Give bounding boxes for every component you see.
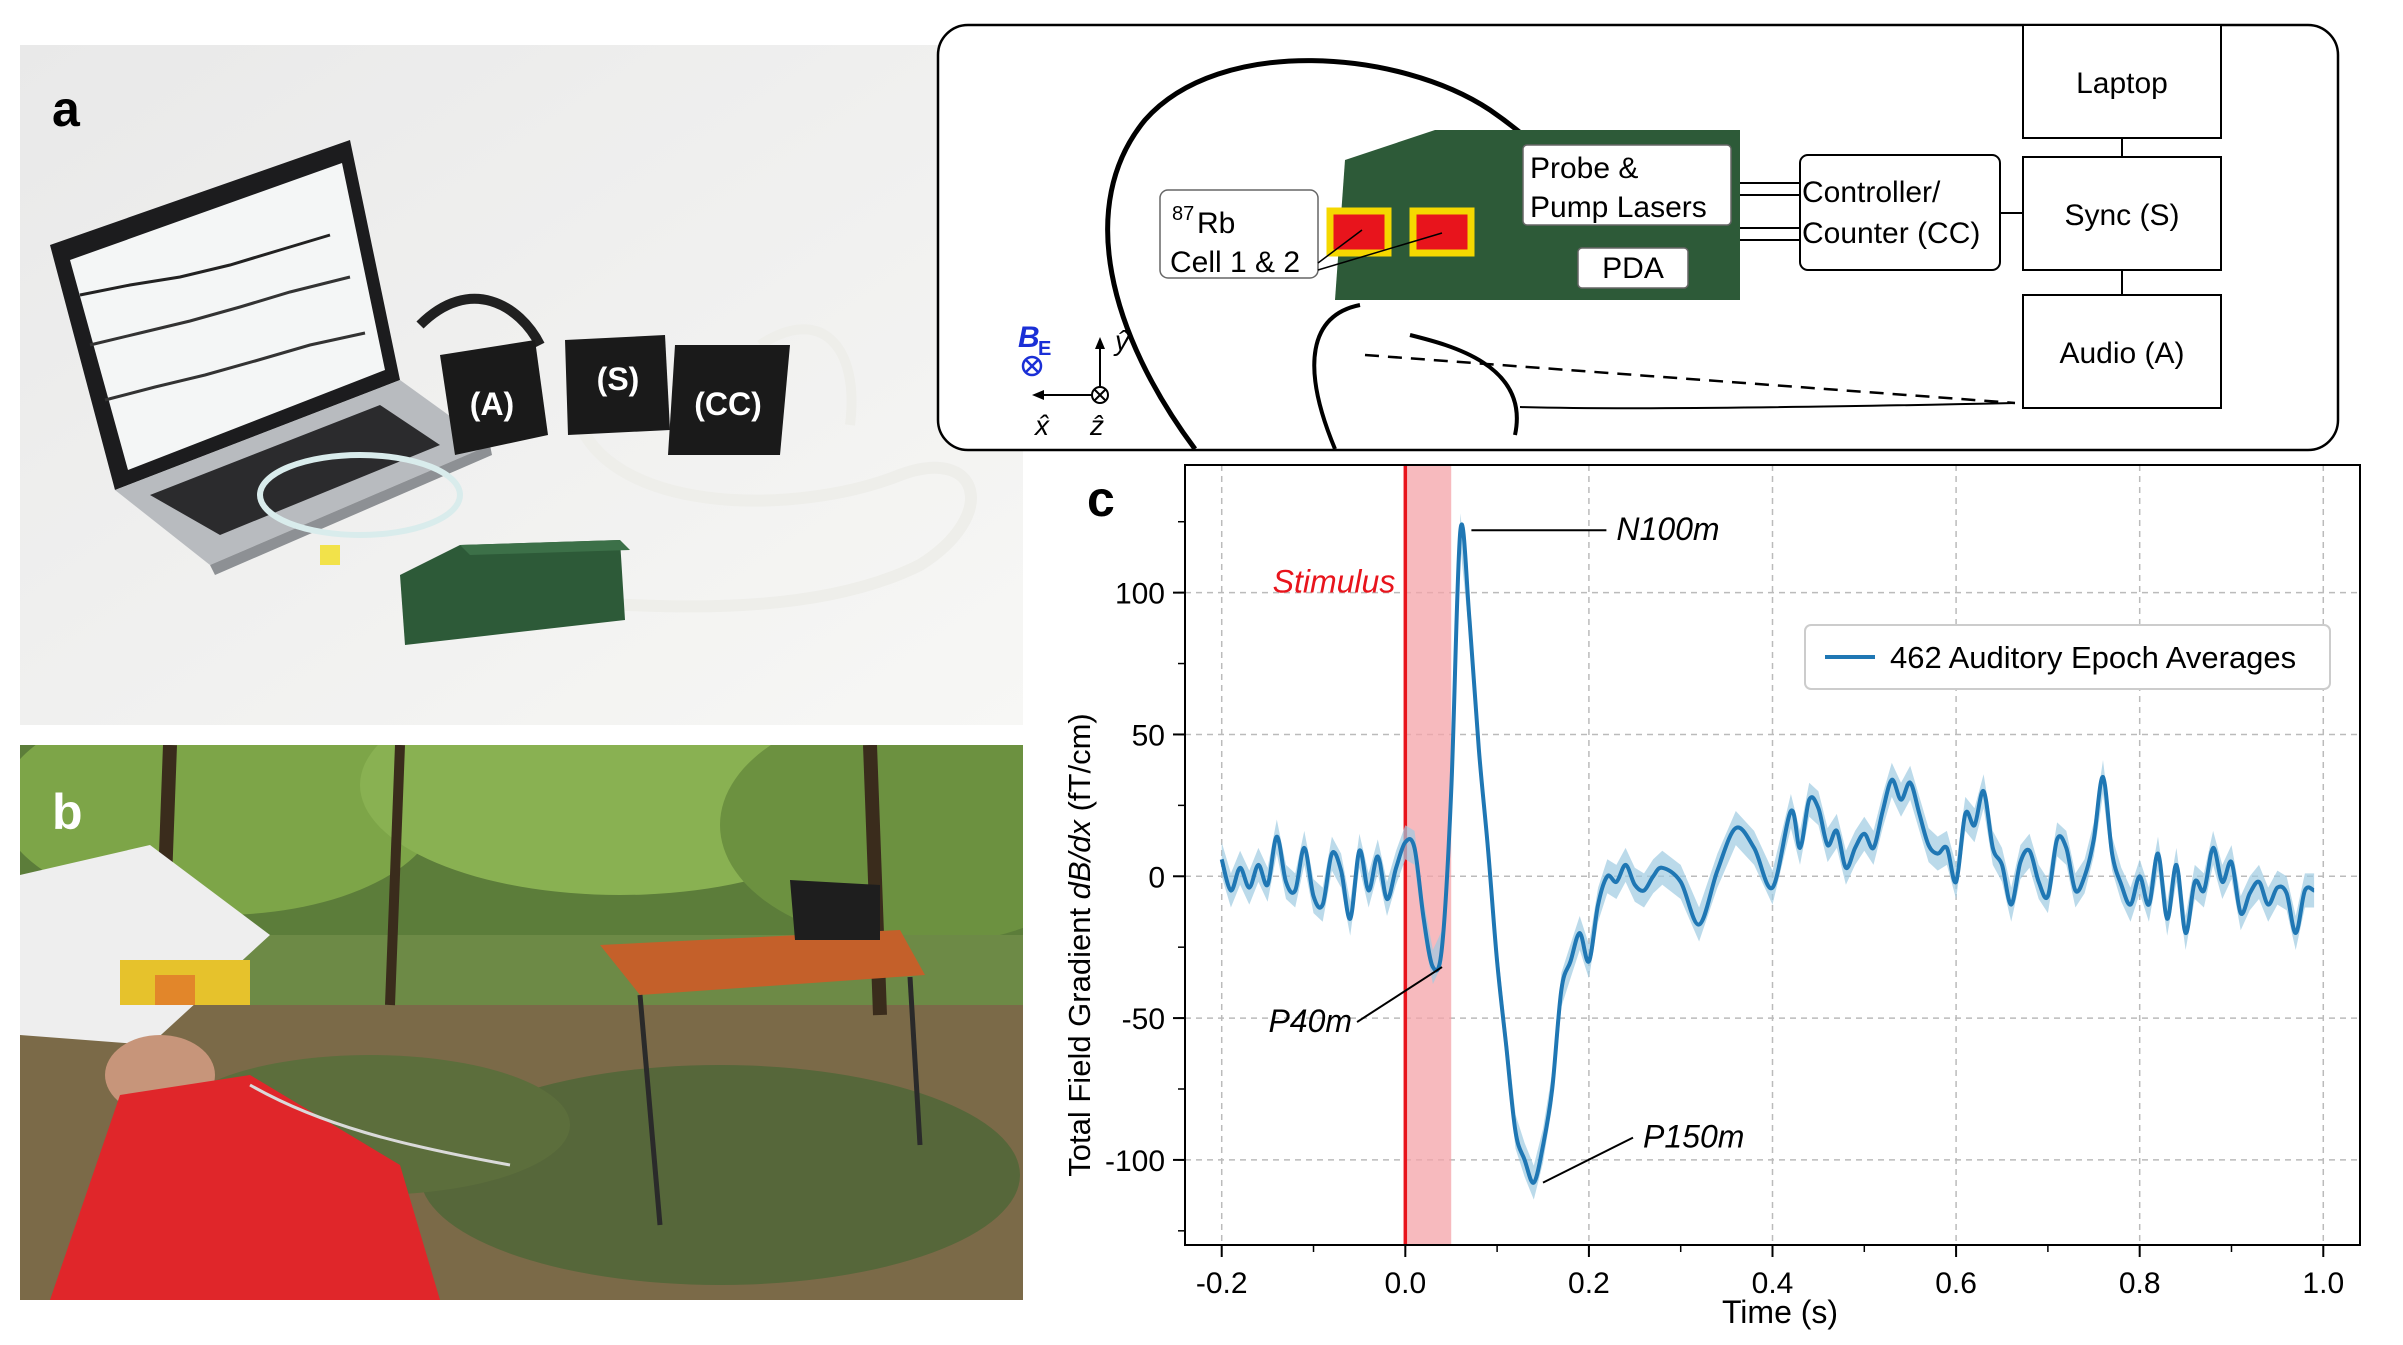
- rb-label-box: [1159, 189, 1319, 279]
- controller-counter-box: [1799, 154, 2001, 271]
- ear-outline: [1312, 303, 1361, 450]
- sync-box-schematic: [2022, 156, 2222, 271]
- laptop-device: [50, 140, 492, 575]
- controller-box-label: (CC): [694, 386, 762, 422]
- series-line: [1219, 522, 2315, 1185]
- legend-entry: 462 Auditory Epoch Averages: [1890, 640, 2296, 675]
- y-tick-label: 0: [1148, 861, 1165, 894]
- y-tick-label: -100: [1105, 1145, 1165, 1178]
- y-tick-label: 100: [1115, 578, 1165, 611]
- annotation-leader: [1356, 966, 1443, 1023]
- x-tick-label: 0.0: [1384, 1267, 1426, 1300]
- x-tick-label: -0.2: [1196, 1267, 1248, 1300]
- x-tick-label: 0.6: [1935, 1267, 1977, 1300]
- x-tick-label: 1.0: [2302, 1267, 2344, 1300]
- photo-outdoor-setup: [20, 745, 1023, 1300]
- stimulus-label: Stimulus: [1273, 564, 1396, 600]
- schematic-diagram: 87 Rb Cell 1 & 2 Probe & Pump Lasers PDA…: [936, 23, 2340, 452]
- pda-label: PDA: [1602, 252, 1664, 285]
- rb-cell-2: [1409, 207, 1475, 257]
- rb-label: Rb: [1197, 207, 1235, 240]
- equipment-illustration: (A) (S) (CC): [20, 45, 1023, 725]
- x-axis-label: Time (s): [1722, 1294, 1838, 1330]
- annotation-label: P40m: [1268, 1003, 1352, 1039]
- panel-letter-a: a: [52, 81, 80, 137]
- audio-box-schematic: [2022, 294, 2222, 409]
- audio-label: Audio (A): [2059, 337, 2184, 370]
- annotation-label: P150m: [1643, 1119, 1744, 1155]
- x-tick-label: 0.2: [1568, 1267, 1610, 1300]
- laptop-box: [2022, 24, 2222, 139]
- legend: 462 Auditory Epoch Averages: [1804, 624, 2331, 690]
- coordinate-axes: ŷ x̂ ẑ: [1032, 325, 1131, 441]
- outdoor-illustration: [20, 745, 1023, 1300]
- rb-superscript: 87: [1172, 203, 1194, 225]
- chart-bands: [1403, 465, 1452, 1245]
- probe-label-line2: Pump Lasers: [1530, 191, 1707, 224]
- confidence-band: [1221, 513, 2315, 1200]
- probe-label-line1: Probe &: [1530, 152, 1638, 185]
- field-direction: B E: [1018, 321, 1051, 377]
- controller-label-line2: Counter (CC): [1802, 217, 1980, 250]
- probe-lasers-box: [1522, 144, 1732, 226]
- audio-box-label: (A): [470, 386, 514, 422]
- legend-box: [1804, 624, 2331, 690]
- annotation-leader: [1542, 1136, 1634, 1184]
- chart-axes: -0.2 0.0 0.2 0.4 0.6 0.8 1.0 -100 -50 0 50 100: [1105, 464, 2361, 1300]
- controller-box: (CC): [668, 345, 790, 455]
- controller-label-line1: Controller/: [1802, 176, 1941, 209]
- field-into-page-icon: [1021, 355, 1043, 377]
- chart-series: [1219, 513, 2315, 1200]
- pda-box: [1577, 247, 1689, 289]
- sync-label: Sync (S): [2064, 199, 2179, 232]
- annotation-label: N100m: [1616, 511, 1719, 547]
- photo-equipment: (A) (S) (CC): [20, 45, 1023, 725]
- y-axis-label: Total Field Gradient dB/dx (fT/cm): [1062, 713, 1097, 1176]
- panel-letter-c: c: [1087, 471, 1115, 527]
- y-tick-label: 50: [1132, 719, 1165, 752]
- panel-letter-b: b: [52, 784, 83, 840]
- sync-box: (S): [565, 335, 670, 435]
- axis-z-label: ẑ: [1089, 410, 1104, 441]
- y-tick-label: -50: [1122, 1003, 1165, 1036]
- field-subscript: E: [1038, 338, 1051, 360]
- axis-y-label: ŷ: [1113, 325, 1131, 356]
- cell-label: Cell 1 & 2: [1170, 246, 1300, 279]
- axis-x-label: x̂: [1033, 410, 1050, 441]
- x-tick-label: 0.4: [1752, 1267, 1794, 1300]
- audio-tube-dashed: [1364, 353, 2016, 405]
- laptop-label: Laptop: [2076, 67, 2168, 100]
- audio-box: (A): [440, 340, 548, 455]
- sensor-head: [400, 540, 630, 645]
- sync-box-label: (S): [597, 361, 640, 397]
- x-tick-label: 0.8: [2119, 1267, 2161, 1300]
- field-label: B: [1018, 321, 1040, 354]
- erp-chart: -0.2 0.0 0.2 0.4 0.6 0.8 1.0 -100 -50 0 50 100 Stim…: [1062, 464, 2361, 1330]
